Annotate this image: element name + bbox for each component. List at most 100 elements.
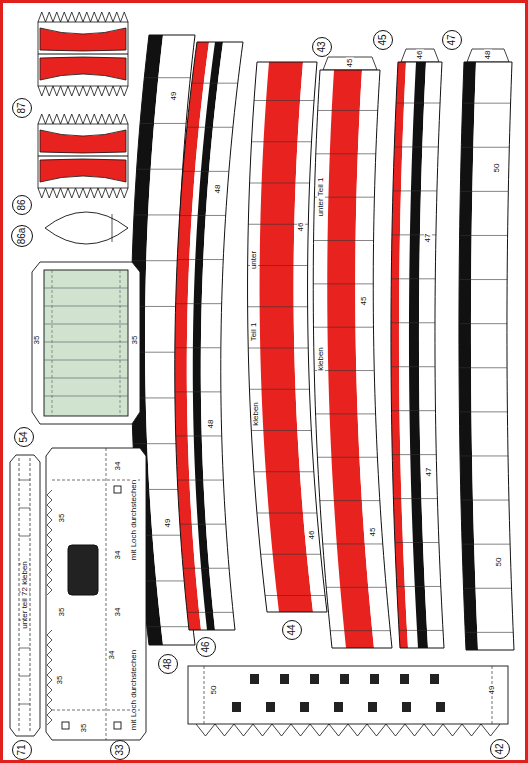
fold-line bbox=[313, 283, 373, 284]
fold-line bbox=[326, 587, 386, 588]
part-number: 48 bbox=[207, 419, 215, 430]
callout-number: 44 bbox=[287, 624, 297, 635]
part-number: 50 bbox=[210, 685, 218, 696]
fold-line bbox=[316, 413, 376, 414]
strip-outline bbox=[313, 70, 392, 648]
strip-outline bbox=[175, 42, 243, 630]
fold-line bbox=[175, 347, 221, 348]
glue-tab bbox=[323, 57, 377, 70]
fold-line bbox=[464, 588, 512, 589]
part-number: 49 bbox=[164, 518, 172, 529]
callout-circle: 54 bbox=[14, 427, 34, 447]
fold-line bbox=[134, 214, 180, 215]
part-number: 35 bbox=[58, 607, 66, 618]
fold-line bbox=[248, 306, 308, 307]
callout-circle: 86a bbox=[11, 225, 34, 248]
bellows-part bbox=[38, 12, 128, 96]
callout-circle: 71 bbox=[12, 740, 32, 760]
fold-line bbox=[144, 77, 190, 78]
fold-line bbox=[459, 323, 507, 324]
lens-part bbox=[45, 212, 128, 244]
instruction-note: unter bbox=[250, 250, 258, 270]
fold-line bbox=[254, 100, 314, 101]
fold-line bbox=[463, 103, 511, 104]
part-number: 47 bbox=[425, 467, 433, 478]
fold-line bbox=[330, 630, 390, 631]
fold-line bbox=[187, 127, 233, 128]
fold-line bbox=[137, 169, 183, 170]
part-number: 35 bbox=[56, 675, 64, 686]
part-number: 45 bbox=[360, 296, 368, 307]
fold-line bbox=[177, 480, 223, 481]
wall-strip bbox=[391, 49, 444, 648]
callout-circle: 46 bbox=[196, 637, 216, 657]
fold-line bbox=[393, 498, 437, 499]
part-number: 46 bbox=[308, 530, 316, 541]
instruction-note: Teil 1 bbox=[250, 321, 258, 342]
callout-circle: 87 bbox=[12, 98, 32, 118]
fold-line bbox=[175, 391, 221, 392]
fold-line bbox=[313, 327, 373, 328]
instruction-note: kleben bbox=[252, 401, 260, 427]
callout-number: 71 bbox=[17, 744, 27, 755]
callout-number: 86 bbox=[17, 199, 27, 210]
fold-line bbox=[391, 278, 435, 279]
callout-number: 43 bbox=[317, 41, 327, 52]
fold-line bbox=[261, 554, 321, 555]
part-number: 45 bbox=[346, 58, 354, 69]
callout-circle: 44 bbox=[282, 620, 302, 640]
instruction-note: unter Teil 1 bbox=[317, 177, 325, 218]
fold-line bbox=[460, 455, 508, 456]
fold-line bbox=[250, 183, 310, 184]
fold-line bbox=[314, 240, 374, 241]
wall-strip bbox=[313, 57, 392, 648]
fold-line bbox=[180, 215, 226, 216]
fold-line bbox=[142, 580, 188, 581]
part-number: 34 bbox=[114, 550, 122, 561]
wall-part bbox=[188, 666, 508, 736]
callout-number: 86a bbox=[17, 228, 27, 245]
fold-line bbox=[133, 443, 179, 444]
callout-number: 87 bbox=[17, 102, 27, 113]
fold-line bbox=[460, 235, 508, 236]
fold-line bbox=[251, 430, 311, 431]
fold-line bbox=[461, 147, 509, 148]
callout-circle: 33 bbox=[110, 740, 130, 760]
fold-line bbox=[140, 123, 186, 124]
callout-number: 46 bbox=[201, 641, 211, 652]
fold-line bbox=[462, 544, 510, 545]
part-number: 49 bbox=[488, 685, 496, 696]
strip-band bbox=[201, 42, 243, 630]
part-number: 34 bbox=[114, 461, 122, 472]
fold-line bbox=[393, 190, 437, 191]
fold-line bbox=[320, 500, 380, 501]
strips bbox=[131, 35, 514, 650]
part-number: 35 bbox=[58, 513, 66, 524]
fold-line bbox=[397, 586, 441, 587]
strip-band bbox=[471, 62, 514, 650]
bellows-part bbox=[38, 114, 128, 198]
part-number: 49 bbox=[170, 91, 178, 102]
callout-circle: 47 bbox=[442, 30, 462, 50]
fold-line bbox=[249, 389, 309, 390]
part-number: 34 bbox=[114, 607, 122, 618]
part-number: 50 bbox=[493, 162, 501, 173]
fold-line bbox=[391, 366, 435, 367]
roof-part bbox=[32, 262, 140, 424]
part-number: 48 bbox=[484, 50, 492, 61]
strip-band bbox=[419, 62, 444, 648]
fold-line bbox=[248, 348, 308, 349]
fold-line bbox=[399, 630, 443, 631]
callout-number: 45 bbox=[378, 34, 388, 45]
callout-number: 54 bbox=[19, 431, 29, 442]
fold-line bbox=[461, 500, 509, 501]
fold-line bbox=[394, 146, 438, 147]
part-number: 48 bbox=[214, 184, 222, 195]
glue-tab bbox=[467, 49, 509, 62]
part-number: 46 bbox=[416, 50, 424, 61]
fold-line bbox=[465, 632, 513, 633]
fold-line bbox=[316, 153, 376, 154]
fold-line bbox=[180, 524, 226, 525]
